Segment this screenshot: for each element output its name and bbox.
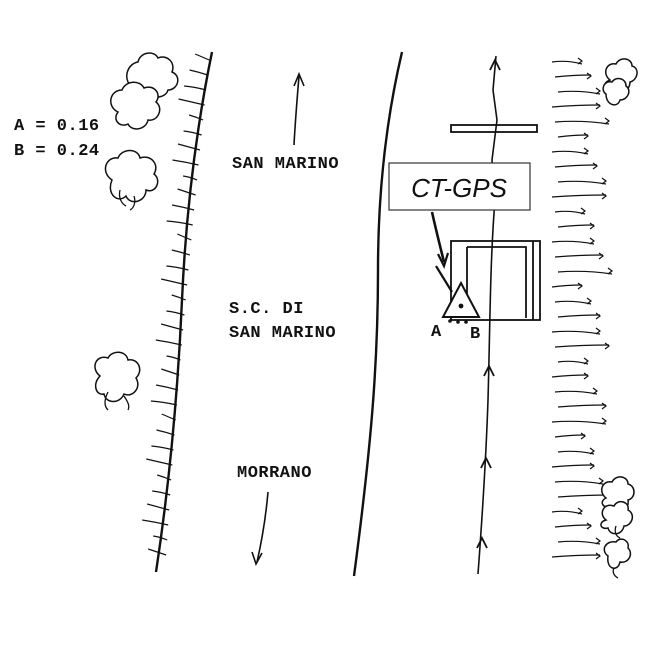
bush-icon xyxy=(94,351,141,403)
bush-icon xyxy=(110,81,161,130)
sensor-dots xyxy=(448,319,468,324)
bush-icon xyxy=(600,500,634,535)
bush-icon xyxy=(602,77,630,106)
legend-b-value: B = 0.24 xyxy=(14,142,100,161)
callout-pointer xyxy=(430,211,446,263)
label-direction-north: SAN MARINO xyxy=(232,155,340,174)
hedge-line xyxy=(477,55,498,575)
road-edge-left xyxy=(154,51,214,573)
label-direction-south: MORRANO xyxy=(237,464,312,483)
arrow-north xyxy=(293,75,300,146)
device-callout-label: CT-GPS xyxy=(411,173,507,203)
road-edge-right xyxy=(352,51,404,577)
label-point-a: A xyxy=(431,323,442,342)
legend-a-value: A = 0.16 xyxy=(14,117,100,136)
label-place-line1: S.C. DI xyxy=(229,300,304,319)
gate-bar xyxy=(450,124,538,133)
bush-icon xyxy=(603,538,632,569)
label-point-b: B xyxy=(470,325,481,344)
gps-device-dot xyxy=(458,303,464,309)
bush-icon xyxy=(104,149,159,203)
grass-verge-left xyxy=(142,53,210,556)
grass-field-right xyxy=(551,57,613,560)
label-place-line2: SAN MARINO xyxy=(229,324,337,343)
hedge-arrowheads xyxy=(476,57,501,549)
gps-device-triangle xyxy=(441,280,481,318)
device-callout-box xyxy=(388,162,531,211)
arrow-south xyxy=(256,491,269,563)
